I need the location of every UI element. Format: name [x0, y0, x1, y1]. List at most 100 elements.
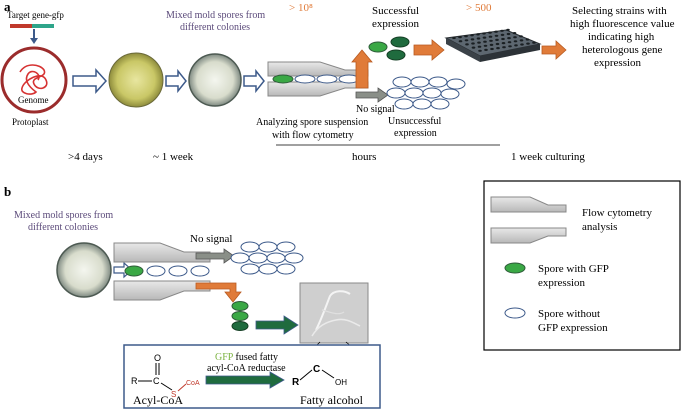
microplate-well [490, 47, 494, 51]
time-4days: >4 days [68, 151, 103, 163]
spore-white-b1 [146, 265, 166, 277]
petri-plate-white-a [188, 53, 242, 107]
microplate-well [506, 32, 511, 36]
spore-darkgreen-success-3 [386, 49, 406, 61]
spore-darkgreen-b-stack-3 [231, 321, 249, 331]
protoplast-label: Protoplast [12, 117, 49, 127]
microplate-well [471, 46, 476, 49]
hypha-strand-2 [311, 318, 361, 337]
enzyme-line2: acyl-CoA reductase [207, 363, 286, 374]
microplate-well [520, 43, 524, 46]
microplate-well [514, 44, 518, 47]
microplate-well [477, 41, 481, 44]
spore-white-a1 [294, 74, 316, 84]
microplate-well [532, 41, 536, 44]
microplate-well [452, 36, 456, 40]
unsuccessful-line2: expression [394, 128, 437, 139]
microplate-well [489, 39, 493, 42]
microplate-well [507, 41, 512, 44]
hypha-strand-1 [315, 290, 351, 331]
spore-green-success-1 [368, 41, 388, 53]
successful-line1: Successful [372, 5, 419, 17]
reaction-arrow [205, 371, 285, 389]
microplate-well [526, 42, 530, 45]
microplate-well [500, 33, 505, 37]
legend-gfp-line2: expression [538, 277, 586, 289]
successful-line2: expression [372, 18, 420, 30]
arrow-to-plate-2 [165, 68, 187, 94]
time-hours: hours [352, 151, 376, 163]
microplate-well [519, 35, 523, 38]
target-gene-label: Target gene-gfp [7, 10, 64, 20]
microplate-well [470, 38, 475, 41]
legend-flow-top [490, 196, 567, 213]
gene-segment-gfp [32, 24, 54, 28]
bond-c-s [160, 382, 173, 391]
panel-b-label: b [4, 184, 11, 199]
microplate-well [470, 34, 474, 37]
time-1week: ~ 1 week [153, 151, 194, 163]
microplate-well [465, 43, 469, 46]
selecting-line2: high fluorescence value [570, 18, 675, 30]
orange-arrow-right-a [413, 39, 445, 61]
hypha-strand-3 [321, 309, 345, 315]
panel-a-label: a [4, 0, 11, 14]
chem-r1: R [131, 376, 138, 386]
legend-flow-line1: Flow cytometry [582, 207, 652, 219]
microplate-well [489, 43, 494, 47]
chem-r2: R [292, 377, 300, 388]
selecting-line4: heterologous gene [582, 44, 662, 56]
legend-flow-bottom [490, 227, 567, 244]
mixed-spores-b-line1: Mixed mold spores from [14, 210, 113, 221]
orange-arrow-final-a [541, 40, 567, 60]
chem-coa: CoA [186, 380, 200, 387]
gfp-word: GFP [215, 352, 234, 363]
chem-c1: C [153, 376, 160, 386]
spore-cluster-unsuccessful-a [386, 76, 466, 110]
microplate-well [458, 40, 463, 43]
microplate-well [458, 36, 462, 39]
selecting-line3: indicating high [588, 31, 655, 43]
microplate-well [476, 37, 481, 40]
selecting-line1: Selecting strains with [572, 5, 667, 17]
microplate-well [483, 44, 488, 47]
flow-cell-bottom-b [113, 280, 211, 301]
arrow-to-flow-a [243, 68, 265, 94]
mixed-spores-b-line2: different colonies [28, 222, 98, 233]
microplate-well [483, 40, 487, 43]
bond-s-coa [177, 383, 187, 392]
grey-arrow-nosignal-a [355, 87, 389, 103]
spore-white-b3 [190, 265, 210, 277]
legend-spore-nogfp [504, 307, 526, 319]
spore-white-b2 [168, 265, 188, 277]
spore-green-b [124, 265, 144, 277]
chem-o1: O [154, 353, 161, 363]
legend-nogfp-line2: GFP expression [538, 322, 608, 334]
analyzing-line2: with flow cytometry [272, 130, 354, 141]
mixed-spores-a-line2: different colonies [180, 22, 250, 33]
spore-green-b-stack-1 [231, 301, 249, 311]
microplate-well [482, 36, 487, 39]
gene-segment-red [10, 24, 32, 28]
grey-arrow-nosignal-b [195, 248, 235, 264]
no-signal-a: No signal [356, 104, 395, 115]
selecting-line5: expression [594, 57, 642, 69]
petri-plate-yellow [108, 52, 164, 108]
petri-plate-white-b [56, 242, 112, 298]
microplate-well [495, 38, 499, 42]
analyzing-line1: Analyzing spore suspension [256, 117, 368, 128]
genome-dna-icon [19, 64, 48, 95]
microplate-well [502, 46, 506, 49]
microplate-well [512, 31, 517, 35]
enzyme-rest-line1: fused fatty [233, 352, 278, 363]
fatty-alcohol-label: Fatty alcohol [300, 393, 364, 407]
chem-oh: OH [335, 378, 347, 387]
microplate-well [471, 42, 475, 45]
microplate-96-well [444, 28, 542, 62]
spore-white-a2 [316, 74, 338, 84]
bond-c2-oh [321, 369, 335, 379]
microplate-well [513, 36, 517, 39]
chem-c2: C [313, 364, 320, 375]
microplate-well [525, 38, 530, 41]
